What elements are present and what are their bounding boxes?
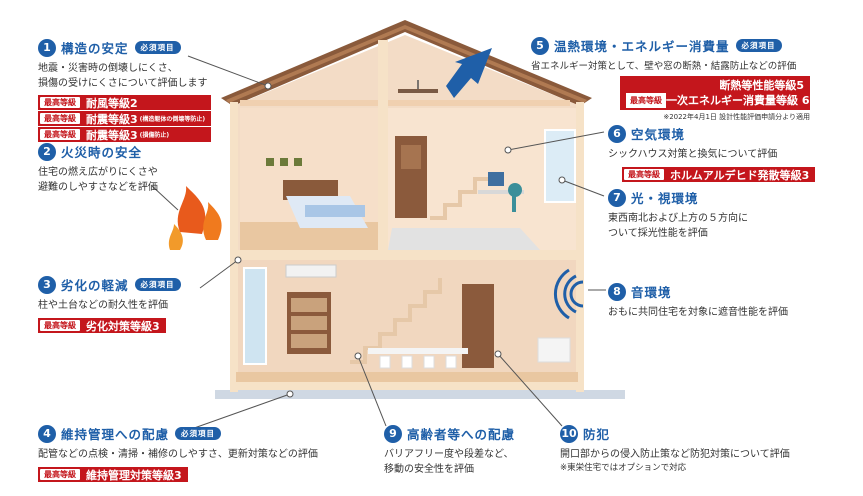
window-lower-left [243,267,267,365]
required-badge: 必須項目 [134,41,181,54]
section-deterioration: 3 劣化の軽減 必須項目 柱や土台などの耐久性を評価 最高等級 劣化対策等級3 [38,275,181,333]
required-badge: 必須項目 [735,39,782,52]
section-maintenance: 4 維持管理への配慮 必須項目 配管などの点検・清掃・補修のしやすさ、更新対策な… [38,424,318,482]
section-sound: 8 音環境 おもに共同住宅を対象に遮音性能を評価 [608,282,788,320]
section-number: 3 [38,275,56,294]
lower-floor [236,372,578,382]
section-thermal-energy: 5 温熱環境・エネルギー消費量 必須項目 省エネルギー対策として、壁や窓の断熱・… [531,36,796,74]
section-number: 8 [608,282,626,301]
bed-cover [305,205,365,217]
section-number: 10 [560,424,578,443]
section-description: 開口部からの侵入防止策など防犯対策について評価 ※東栄住宅ではオプションで対応 [560,449,790,473]
section-title: 構造の安定 [61,41,129,56]
thermal-grade-block: 断熱等性能等級5 最高等級 一次エネルギー消費量等級 6 ※2022年4月1日 … [620,76,810,122]
section-number: 5 [531,36,549,55]
floor-beam [230,250,584,260]
section-description: 省エネルギー対策として、壁や窓の断熱・結露防止などの評価 [531,61,797,72]
section-light-visual: 7 光・視環境 東西南北および上方の５方向に ついて採光性能を評価 [608,188,748,241]
ventilation-arrow [446,48,492,98]
frame-left [230,102,238,392]
ground-beam [230,382,584,390]
section-number: 1 [38,38,56,57]
flame-2 [203,202,222,240]
section-number: 9 [384,424,402,443]
section-description: 東西南北および上方の５方向に ついて採光性能を評価 [608,213,748,239]
grade-badge: 最高等級 耐震等級3(構造躯体の倒壊等防止) [38,111,212,126]
section-title: 劣化の軽減 [61,278,129,293]
bedroom-floor [240,222,378,250]
lower-stairs [350,278,442,364]
section-description: バリアフリー度や段差など、 移動の安全性を評価 [384,449,514,475]
flame-1 [177,186,206,234]
counter [368,348,468,354]
section-title: 維持管理への配慮 [61,427,170,442]
section-number: 2 [38,142,56,161]
grade-badge: 最高等級 維持管理対策等級3 [38,467,188,482]
section-fire-safety: 2 火災時の安全 住宅の燃え広がりにくさや 避難のしやすさなどを評価 [38,142,158,195]
section-title: 音環境 [631,285,672,300]
section-number: 7 [608,188,626,207]
leader-dots [234,82,566,398]
section-structure: 1 構造の安定 必須項目 地震・災害時の倒壊しにくさ、 損傷の受けにくさについて… [38,38,212,142]
section-description: おもに共同住宅を対象に遮音性能を評価 [608,307,788,318]
radiator [537,337,571,363]
chair [508,183,522,197]
section-description: シックハウス対策と換気について評価 [608,149,778,160]
sound-wave-2 [563,274,577,314]
window-upper-right [544,129,576,203]
picture-frame-2 [280,158,288,166]
section-number: 6 [608,124,626,143]
grade-badge: 最高等級 劣化対策等級3 [38,318,166,333]
lower-door [462,284,494,368]
grade-badge: 最高等級 耐風等級2 [38,95,212,110]
flame-3 [168,224,183,250]
picture-frame-1 [266,158,274,166]
grade-badge: 最高等級 耐震等級3(損傷防止) [38,127,212,142]
section-title: 防犯 [583,427,611,442]
section-description: 配管などの点検・清掃・補修のしやすさ、更新対策などの評価 [38,449,318,460]
required-badge: 必須項目 [134,278,181,291]
sound-wave-1 [569,280,584,308]
section-title: 火災時の安全 [61,145,143,160]
monitor [488,172,504,186]
required-badge: 必須項目 [175,427,222,440]
section-title: 高齢者等への配慮 [407,427,516,442]
frame-right [576,102,584,392]
section-title: 光・視環境 [631,191,699,206]
section-crime-prevention: 10 防犯 開口部からの侵入防止策など防犯対策について評価 ※東栄住宅ではオプシ… [560,424,790,474]
upper-stairs [430,177,490,220]
leader-lines [151,55,606,433]
ground-shadow [215,390,625,399]
section-description: 住宅の燃え広がりにくさや 避難のしやすさなどを評価 [38,167,158,193]
aircon [285,264,337,278]
hall-floor [388,228,540,250]
bed-headboard [283,180,338,200]
attic-beam [240,100,570,106]
section-number: 4 [38,424,56,443]
section-title: 空気環境 [631,127,686,142]
section-elderly: 9 高齢者等への配慮 バリアフリー度や段差など、 移動の安全性を評価 [384,424,515,477]
picture-frame-3 [294,158,302,166]
desk [478,190,524,194]
center-wall [378,40,388,255]
section-description: 地震・災害時の倒壊しにくさ、 損傷の受けにくさについて評価します [38,63,208,89]
sound-wave-3 [553,268,570,320]
section-title: 温熱環境・エネルギー消費量 [554,39,730,54]
note-text: ※2022年4月1日 設計性能評価申請分より適用 [663,113,810,121]
ceiling-fan [398,89,438,93]
section-description: 柱や土台などの耐久性を評価 [38,300,168,311]
section-air-environment: 6 空気環境 シックハウス対策と換気について評価 最高等級 ホルムアルデヒド発散… [608,124,816,182]
grade-badge: 最高等級 ホルムアルデヒド発散等級3 [622,167,816,182]
